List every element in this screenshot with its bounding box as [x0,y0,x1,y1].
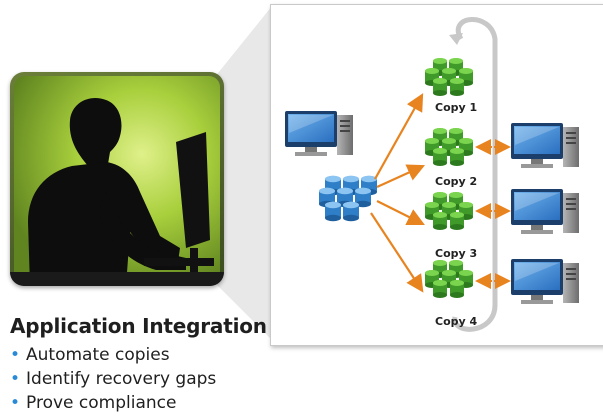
source-database-icon [319,175,377,222]
consumer-computer-icon [511,189,579,234]
replication-loop [452,17,498,332]
bullet-icon: • [10,369,21,389]
diagram-canvas: Copy 1 Copy 2 Copy 3 Copy 4 [285,17,579,332]
list-item: •Automate copies [10,345,170,365]
copy-database-icon [425,260,473,298]
replication-arrows [370,93,426,293]
feature-list: •Automate copies •Identify recovery gaps… [10,343,216,415]
copy-label: Copy 3 [435,247,477,260]
list-item: •Identify recovery gaps [10,369,217,389]
copy-label: Copy 4 [435,315,478,328]
replication-diagram: Copy 1 Copy 2 Copy 3 Copy 4 [270,4,603,346]
list-item: •Prove compliance [10,393,177,413]
copy-database-icon [425,58,473,96]
user-photo-tile [10,72,224,286]
section-heading: Application Integration [10,314,267,338]
bullet-icon: • [10,393,21,413]
source-computer-icon [285,111,353,156]
consumer-computer-icon [511,259,579,304]
consumer-computer-icon [511,123,579,168]
person-at-computer-icon [10,76,224,286]
copy-label: Copy 2 [435,175,477,188]
copy-database-icon [425,192,473,230]
bullet-icon: • [10,345,21,365]
copy-database-icon [425,128,473,166]
copy-label: Copy 1 [435,101,477,114]
